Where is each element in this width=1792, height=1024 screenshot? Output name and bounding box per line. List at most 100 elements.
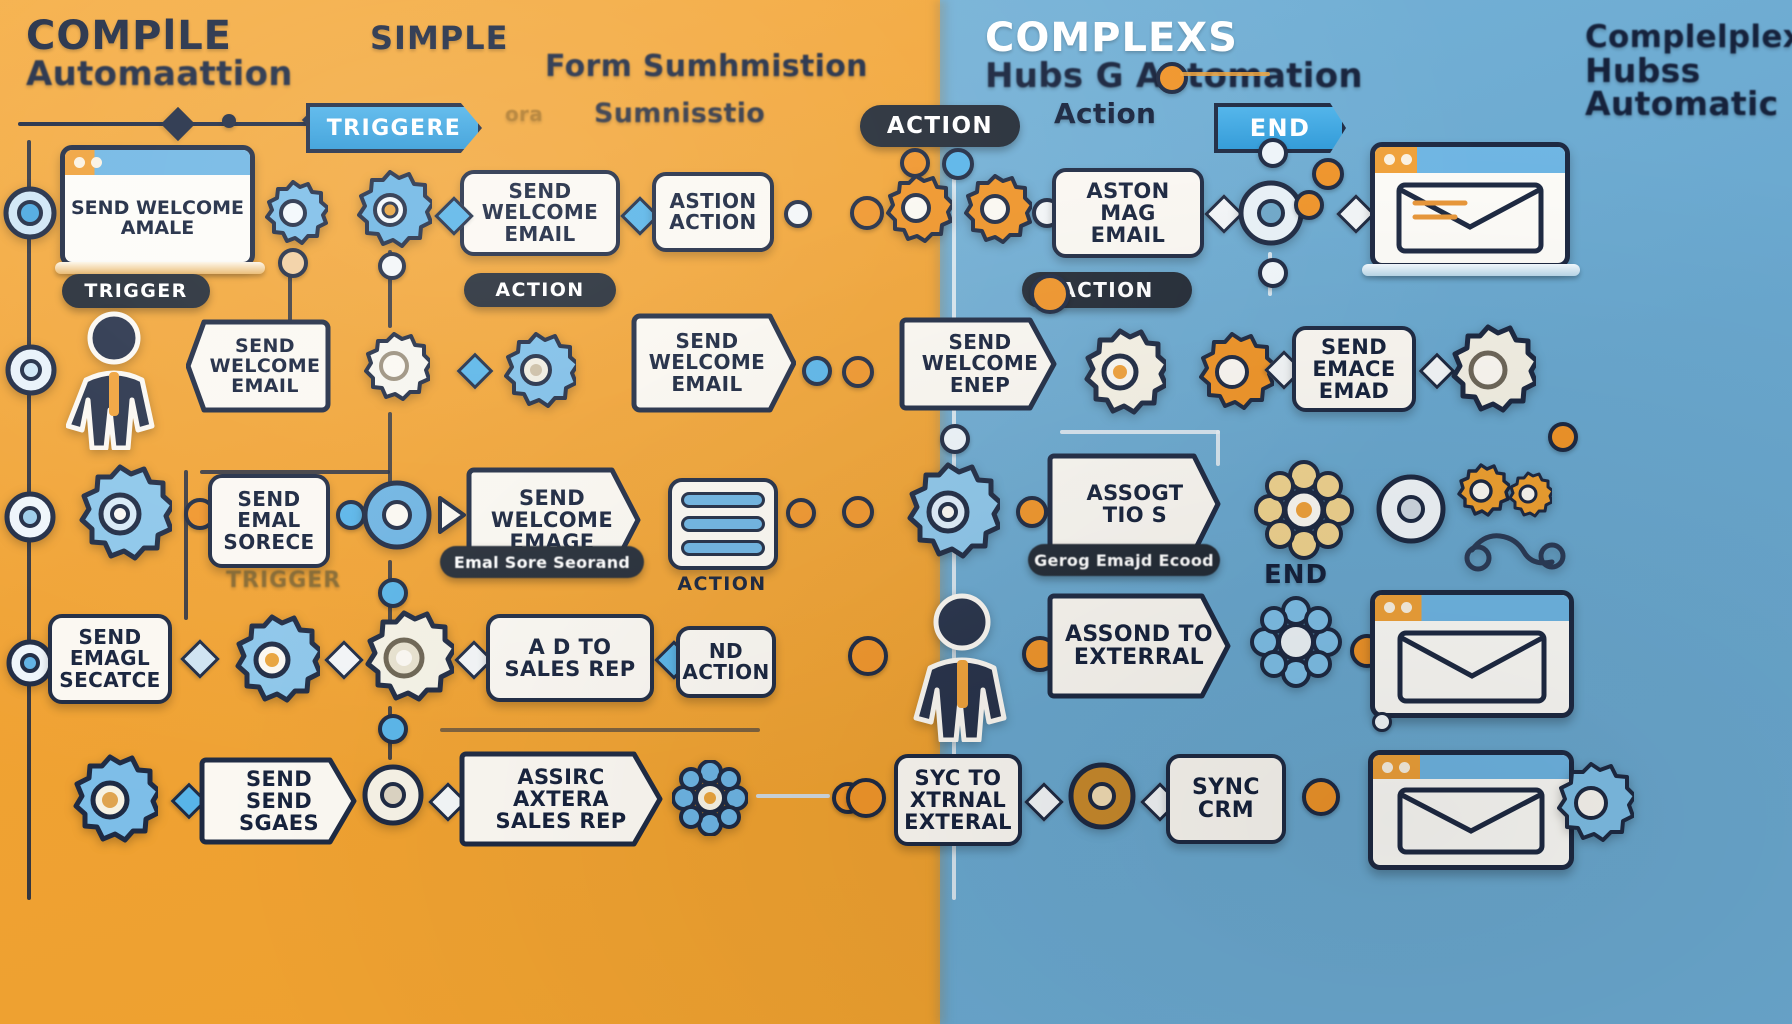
gear-icon (224, 612, 320, 708)
person-icon (910, 592, 1014, 742)
left-center-subheading-3: ora (505, 102, 543, 126)
circle-node-icon (2, 185, 58, 241)
connector-line (1216, 430, 1220, 466)
gear-icon (348, 168, 432, 252)
connector-dot (850, 196, 884, 230)
connector-dot (842, 496, 874, 528)
connector-line (1180, 72, 1270, 76)
signpost-shape (899, 317, 1057, 411)
connector-dot (278, 248, 308, 278)
node-signpost-label: ASSIRC AXTERA SALES REP (495, 764, 627, 834)
action-pill-right[interactable]: ACTION (860, 105, 1020, 147)
left-center-subheading-3-wrap: ora (505, 102, 543, 126)
connector-line (200, 470, 390, 474)
right-edge-heading: Complelplex Hubss Automatic (1585, 19, 1792, 121)
node-card[interactable]: SEND EMAGL SECATCE (48, 614, 172, 704)
node-card[interactable]: SEND EMAL SORECE (208, 474, 330, 568)
connector-dot (846, 778, 886, 818)
gear-icon (896, 460, 1000, 564)
left-center-subheading-1: Form Sumhmistion (545, 49, 868, 84)
rail-dot-1 (222, 114, 236, 128)
node-card[interactable]: A D TO SALES REP (486, 614, 654, 702)
connector-dot (1294, 190, 1324, 220)
browser-window-icon (1368, 750, 1574, 870)
browser-titlebar (1375, 147, 1565, 173)
connector-dot (1372, 712, 1392, 732)
browser-window-icon (1370, 590, 1574, 718)
left-main-heading-top: COMPlLE (26, 13, 233, 59)
gear-icon (1452, 462, 1510, 520)
connector-dot (378, 252, 406, 280)
signpost-shape (199, 757, 357, 845)
node-signpost[interactable]: SEND WELCOME EMAIL (620, 312, 796, 414)
gear-icon (354, 608, 454, 708)
browser-window-icon (1370, 142, 1570, 268)
email-score-badge-right[interactable]: Gerog Emajd Ecood (1028, 544, 1220, 576)
end-chevron-pill[interactable]: END (1214, 103, 1346, 153)
left-main-heading-sub: Automaattion (26, 53, 293, 94)
left-main-heading: COMPlLE Automaattion (26, 16, 293, 91)
flower-gear-icon (1250, 596, 1342, 688)
trigger-chevron-pill[interactable]: TRIGGERE (306, 103, 482, 153)
right-edge-heading-top: Complelplex (1585, 19, 1792, 55)
gear-icon (496, 330, 576, 410)
connector-dot (1312, 158, 1344, 190)
end-plain-label: END (1264, 560, 1329, 590)
left-center-heading-top: SIMPLE (370, 19, 509, 57)
node-card[interactable]: SYNC CRM (1166, 754, 1286, 844)
node-card[interactable]: ASTION ACTION (652, 172, 774, 252)
connector-dot (784, 200, 812, 228)
node-signpost[interactable]: SEND WELCOME EMAIL (186, 318, 338, 414)
node-signpost[interactable]: SEND WELCOME ENEP (898, 316, 1058, 412)
gear-icon (1440, 322, 1536, 418)
gear-icon (1462, 516, 1572, 576)
person-icon (66, 310, 162, 450)
connector-dot (848, 636, 888, 676)
connector-line (184, 470, 188, 620)
circle-node-icon (3, 490, 57, 544)
browser-titlebar (65, 150, 250, 175)
connector-line (388, 250, 392, 328)
node-card[interactable]: SYC TO XTRNAL EXTERAL (894, 754, 1022, 846)
action-plain-label-left: ACTION (677, 573, 767, 595)
node-card[interactable]: ND ACTION (676, 626, 776, 698)
connector-dot (942, 148, 974, 180)
gear-icon (958, 172, 1032, 246)
gear-icon (1504, 470, 1552, 518)
left-center-heading: SIMPLE (370, 22, 509, 55)
right-main-heading-top: COMPLEXS (985, 15, 1238, 61)
circle-node-icon (360, 762, 426, 828)
laptop-icon (1362, 264, 1580, 276)
signpost-shape (459, 751, 663, 847)
gear-icon (880, 172, 952, 244)
action-pill-left[interactable]: ACTION (464, 273, 616, 307)
node-signpost[interactable]: ASSOGT TIO S (1046, 452, 1222, 556)
circle-node-icon (1374, 472, 1448, 546)
node-signpost[interactable]: ASSOND TO EXTERRAL (1046, 592, 1232, 700)
connector-dot (1548, 422, 1578, 452)
node-card[interactable]: ASTON MAG EMAIL (1052, 168, 1204, 258)
signpost-shape (631, 313, 796, 413)
email-score-badge-left[interactable]: Emal Sore Seorand (440, 546, 644, 578)
node-signpost[interactable]: ASSIRC AXTERA SALES REP (458, 750, 664, 848)
node-card[interactable]: SEND WELCOME EMAIL (460, 170, 620, 256)
connector-dot (802, 356, 832, 386)
left-center-subheading-2: Sumnisstio (594, 98, 766, 129)
circle-node-icon (1066, 760, 1138, 832)
connector-dot (1258, 258, 1288, 288)
envelope-icon (1373, 779, 1569, 865)
node-signpost-label: SEND WELCOME ENEP (921, 330, 1039, 397)
signpost-shape (186, 319, 331, 413)
gear-icon (1548, 760, 1634, 846)
trigger-pill-left[interactable]: TRIGGER (62, 274, 210, 308)
left-center-subheading-2-wrap: Sumnisstio (594, 100, 765, 128)
gear-icon (358, 330, 430, 402)
node-signpost[interactable]: SEND SEND SGAES (198, 756, 358, 846)
connector-line (440, 728, 760, 732)
end-plain-label-wrap: END (1264, 562, 1328, 589)
node-card[interactable]: SEND EMACE EMAD (1292, 326, 1416, 412)
connector-dot (1030, 274, 1070, 314)
connector-line (756, 794, 830, 798)
envelope-icon (1375, 621, 1569, 713)
